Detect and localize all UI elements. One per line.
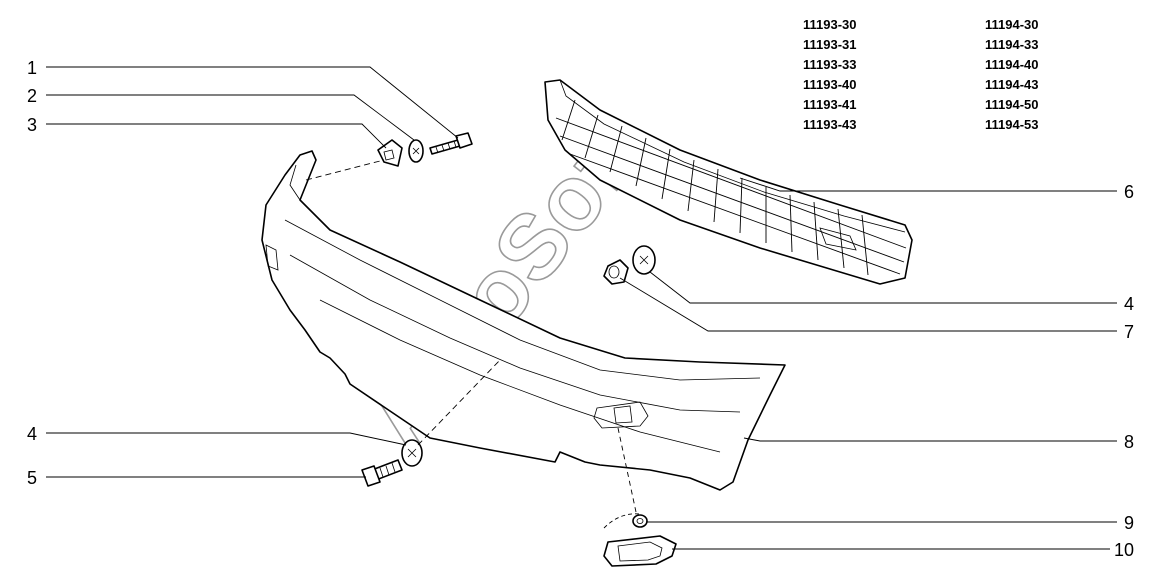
- callout-9: 9: [1124, 513, 1134, 533]
- part-8-bumper: [261, 150, 786, 491]
- code-left-4: 11193-40: [803, 77, 857, 92]
- part-10-reflector: [603, 535, 677, 567]
- callouts: 1 2 3 4 5 6 4 7 8 9 10: [27, 58, 1134, 560]
- callout-8: 8: [1124, 432, 1134, 452]
- callout-10: 10: [1114, 540, 1134, 560]
- code-right-1: 11194-30: [985, 17, 1039, 32]
- code-right-4: 11194-43: [985, 77, 1039, 92]
- callout-6: 6: [1124, 182, 1134, 202]
- code-right-5: 11194-50: [985, 97, 1039, 112]
- part-4-5-fasteners-left: [361, 439, 423, 487]
- part-2-washer: [408, 139, 424, 163]
- code-right-3: 11194-40: [985, 57, 1039, 72]
- callout-7: 7: [1124, 322, 1134, 342]
- callout-4-left: 4: [27, 424, 37, 444]
- callout-3: 3: [27, 115, 37, 135]
- code-left-2: 11193-31: [803, 37, 857, 52]
- part-1-screw: [429, 132, 473, 155]
- code-left-3: 11193-33: [803, 57, 857, 72]
- code-right-2: 11194-33: [985, 37, 1039, 52]
- part-9-clip-nut: [632, 514, 648, 528]
- part-6-reinforcement: [544, 79, 913, 285]
- callout-1: 1: [27, 58, 37, 78]
- callout-2: 2: [27, 86, 37, 106]
- callout-4-right: 4: [1124, 294, 1134, 314]
- part-4-7-fasteners-right: [603, 245, 656, 285]
- leader-lines: [46, 66, 1117, 550]
- model-codes-right: 11194-30 11194-33 11194-40 11194-43 1119…: [985, 17, 1039, 132]
- assembly-lines: [305, 159, 641, 529]
- code-left-1: 11193-30: [803, 17, 857, 32]
- code-right-6: 11194-53: [985, 117, 1039, 132]
- callout-5: 5: [27, 468, 37, 488]
- code-left-6: 11193-43: [803, 117, 857, 132]
- model-codes-left: 11193-30 11193-31 11193-33 11193-40 1119…: [803, 17, 857, 132]
- code-left-5: 11193-41: [803, 97, 857, 112]
